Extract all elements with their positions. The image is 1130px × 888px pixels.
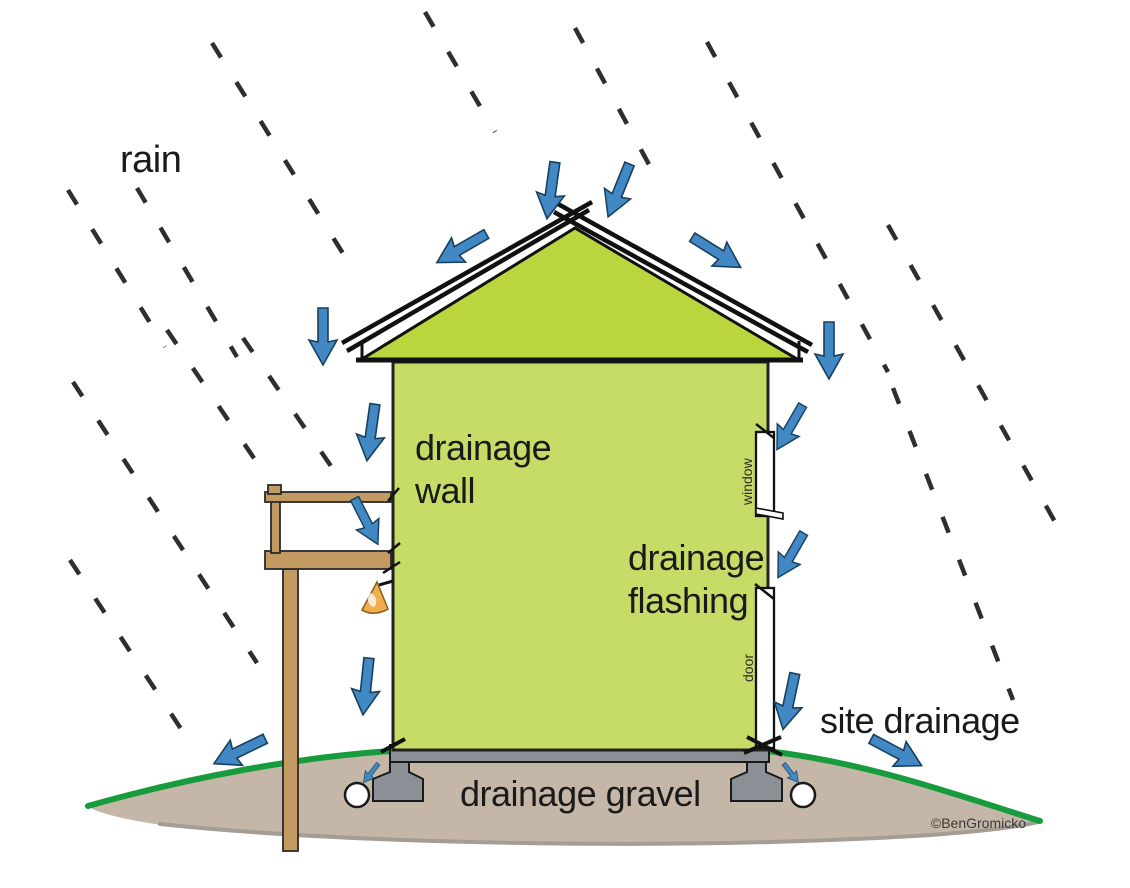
deck-railing-top [264, 491, 392, 503]
lamp-bracket [378, 579, 394, 587]
drainage-wall-label-line1: drainage [415, 427, 551, 468]
window-label: window [739, 457, 755, 506]
foundation-corner-tick-left [380, 737, 406, 754]
roof [340, 200, 814, 363]
window-frame [754, 430, 776, 518]
arrow-eave-left [308, 307, 338, 366]
rain-line [573, 26, 654, 172]
window-sill-drip [755, 507, 784, 520]
rain-line [66, 188, 167, 349]
door-label: door [740, 654, 756, 682]
drain-pipe-left [343, 781, 371, 809]
arrow-peak-left [532, 159, 570, 222]
grass-line-right [764, 748, 1043, 824]
arrow-wall-left-lower [348, 655, 384, 718]
rain-line [705, 40, 890, 374]
door-head-flashing-tick [754, 583, 775, 600]
soil-bottom-shadow [158, 820, 1040, 846]
drainage-flashing-label-line2: flashing [628, 580, 748, 621]
arrow-door [768, 669, 810, 734]
roof-line-right-outer [556, 202, 814, 347]
openings [754, 423, 784, 750]
soil-mound [88, 751, 1040, 845]
rain-line [890, 387, 1016, 701]
deck-railing-cap [267, 484, 282, 495]
arrow-peak-right [594, 157, 644, 223]
window-head-flashing-tick [755, 423, 775, 439]
wall-sconce-lamp [360, 579, 394, 615]
drain-pipe-right [789, 781, 817, 809]
deck-floor [264, 550, 392, 570]
deck [264, 484, 392, 852]
lamp-highlight [367, 593, 377, 607]
arrow-wall-left-upper [352, 401, 390, 464]
deck-ledger-flashing-tick-upper [387, 542, 401, 554]
arrow-flashing [766, 526, 816, 585]
deck-railing-flashing-tick [387, 487, 400, 502]
rain-line [71, 380, 259, 665]
site-drainage-label: site drainage [820, 700, 1020, 741]
rain-line [886, 223, 1070, 547]
drainage-gravel-label: drainage gravel [460, 773, 701, 814]
rain-label: rain [120, 139, 181, 181]
flashing-ticks [380, 487, 783, 757]
house-wall [391, 360, 770, 752]
roof-line-left-inner [345, 208, 591, 353]
rain-line [165, 328, 264, 472]
arrow-eave-right [814, 321, 844, 380]
foundation-corner-tick-right-b [746, 735, 783, 757]
deck-ledger-flashing-tick-lower [382, 560, 401, 575]
drainage-flashing-label-line1: drainage [628, 537, 764, 578]
rain-line [210, 41, 354, 270]
ground [85, 748, 1043, 846]
grass-line-left [85, 748, 394, 809]
arrow-roof-slope-right [684, 224, 749, 281]
rain-line [135, 186, 239, 359]
roof-sheathing-lines [340, 200, 814, 354]
deck-post [282, 568, 299, 852]
rain-line [423, 10, 497, 134]
roof-line-right-inner [552, 210, 810, 354]
roof-line-left-outer [340, 200, 594, 345]
labels: rain drainage wall drainage flashing sit… [120, 139, 1026, 831]
arrow-roof-slope-left [429, 221, 495, 276]
rain-lines [66, 10, 1070, 737]
drainage-wall-label-line2: wall [414, 470, 475, 511]
copyright-credit: ©BenGromicko [931, 815, 1026, 831]
door-frame [754, 586, 776, 750]
rain-line [68, 558, 187, 737]
